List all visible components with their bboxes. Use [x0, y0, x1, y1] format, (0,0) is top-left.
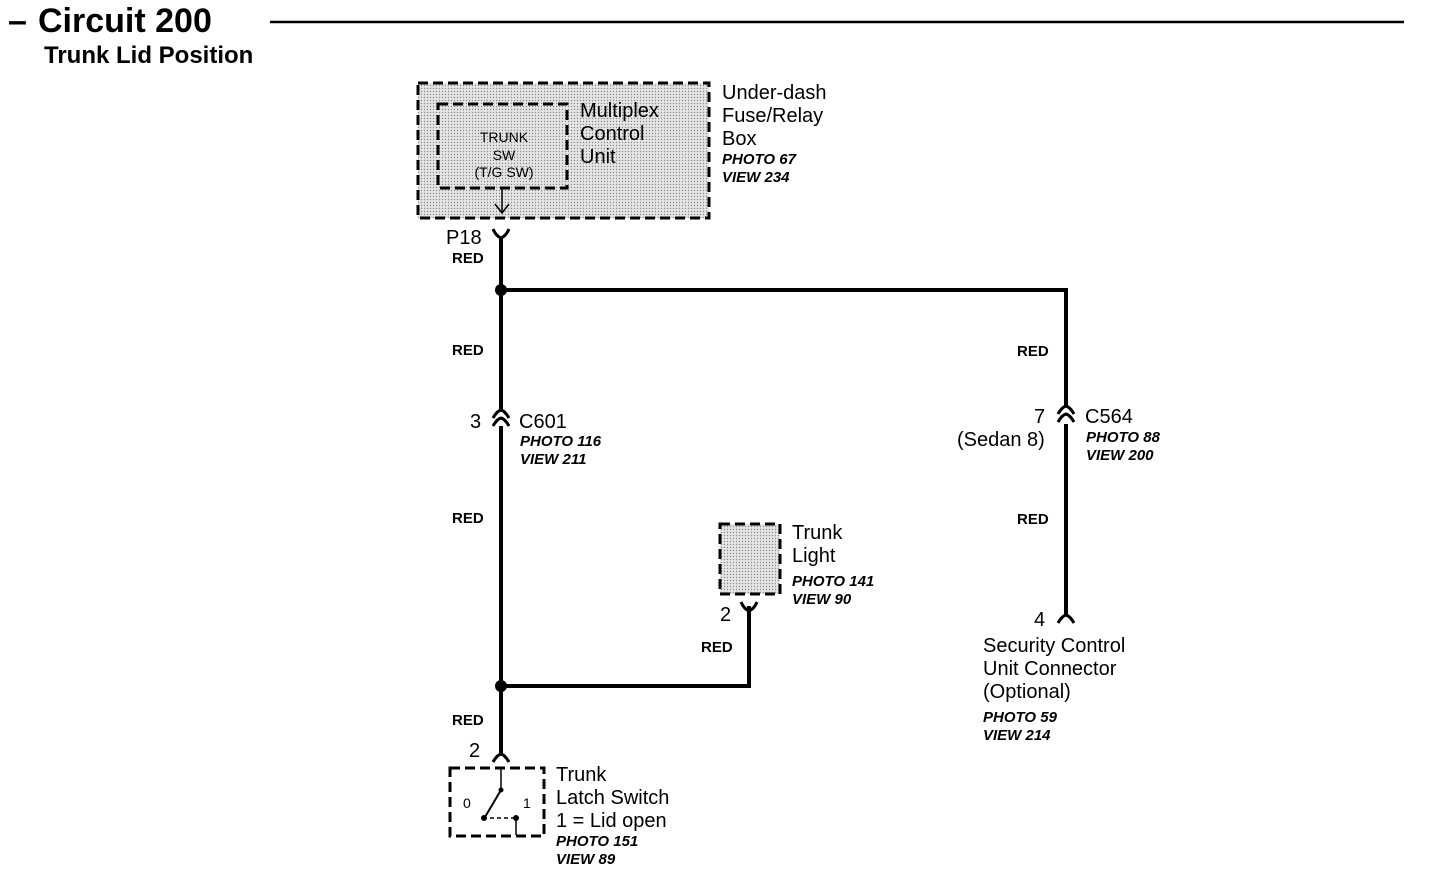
security-unit-connector-icon — [1056, 613, 1076, 624]
wire-label-right-lower: RED — [1017, 511, 1049, 528]
c601-pin: 3 — [470, 411, 481, 433]
trunk-light-pin: 2 — [720, 604, 731, 626]
latch-switch-photo: PHOTO 151 — [556, 833, 638, 850]
fuse-box-label-2: Fuse/Relay — [722, 105, 823, 127]
latch-switch-label-2: Latch Switch — [556, 787, 669, 809]
wire-label-light: RED — [701, 639, 733, 656]
security-unit-pin: 4 — [1034, 609, 1045, 631]
c601-view: VIEW 211 — [520, 451, 586, 468]
header-dash: – — [8, 2, 27, 40]
trunk-sw-label-1: TRUNK — [480, 129, 529, 145]
fuse-box-label-1: Under-dash — [722, 82, 827, 104]
trunk-light-label-2: Light — [792, 545, 836, 567]
c601-photo: PHOTO 116 — [520, 433, 602, 450]
splice-bottom — [495, 680, 507, 692]
p18-label: P18 — [446, 227, 482, 249]
latch-switch-connector-icon — [491, 752, 511, 763]
latch-switch-view: VIEW 89 — [556, 851, 616, 868]
trunk-light-box — [718, 522, 782, 596]
latch-switch-pin: 2 — [469, 740, 480, 762]
fuse-box-view: VIEW 234 — [722, 169, 790, 186]
multiplex-label-1: Multiplex — [580, 100, 659, 122]
latch-switch-pos-1: 1 — [523, 795, 531, 811]
circuit-title: Circuit 200 — [38, 2, 212, 40]
c564-photo: PHOTO 88 — [1086, 429, 1161, 446]
wire-label-left-middle: RED — [452, 510, 484, 527]
c564-pin: 7 — [1034, 406, 1045, 428]
splice-top — [495, 284, 507, 296]
c601-label: C601 — [519, 411, 567, 433]
wire-label-p18: RED — [452, 250, 484, 267]
latch-switch-contact-0 — [481, 815, 487, 821]
latch-switch-blade — [484, 789, 502, 818]
trunk-sw-label-3: (T/G SW) — [474, 164, 533, 180]
latch-switch-label-1: Trunk — [556, 764, 607, 786]
trunk-sw-label-2: SW — [493, 147, 516, 163]
security-unit-view: VIEW 214 — [983, 727, 1051, 744]
wire-label-left-upper: RED — [452, 342, 484, 359]
wire-label-right-upper: RED — [1017, 343, 1049, 360]
security-unit-photo: PHOTO 59 — [983, 709, 1058, 726]
trunk-light-view: VIEW 90 — [792, 591, 852, 608]
c564-connector-icon — [1056, 404, 1076, 423]
c564-view: VIEW 200 — [1086, 447, 1154, 464]
trunk-light-label-1: Trunk — [792, 522, 843, 544]
trunk-light-photo: PHOTO 141 — [792, 573, 874, 590]
security-unit-label-3: (Optional) — [983, 681, 1071, 703]
trunk-sw-box — [436, 102, 569, 190]
fuse-box-photo: PHOTO 67 — [722, 151, 797, 168]
latch-switch-pos-0: 0 — [463, 795, 471, 811]
multiplex-label-3: Unit — [580, 146, 616, 168]
trunk-light-connector-icon — [739, 601, 759, 613]
c564-pin-note: (Sedan 8) — [957, 429, 1045, 451]
security-unit-label-1: Security Control — [983, 635, 1125, 657]
security-unit-label-2: Unit Connector — [983, 658, 1117, 680]
latch-switch-label-3: 1 = Lid open — [556, 810, 667, 832]
c601-connector-icon — [491, 408, 511, 427]
trunk-sw-arrow — [494, 203, 510, 215]
p18-connector-icon — [491, 228, 511, 240]
fuse-box-label-3: Box — [722, 128, 756, 150]
c564-label: C564 — [1085, 406, 1133, 428]
multiplex-label-2: Control — [580, 123, 644, 145]
circuit-subtitle: Trunk Lid Position — [44, 42, 253, 69]
latch-switch-box — [448, 766, 546, 838]
wire-label-left-lower: RED — [452, 712, 484, 729]
